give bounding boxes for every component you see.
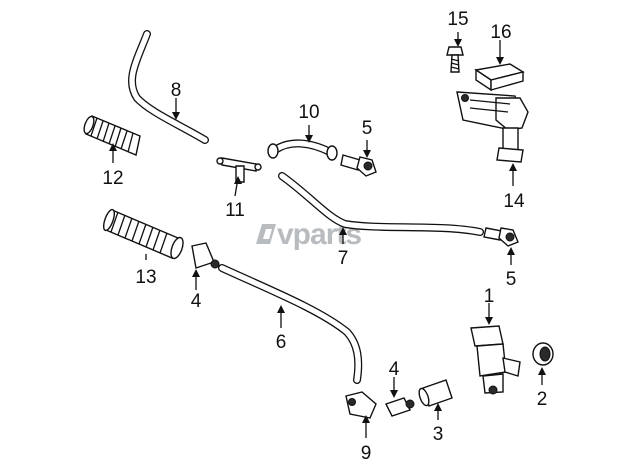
part-9-connector xyxy=(345,391,377,419)
callout-2: 2 xyxy=(537,389,548,410)
part-16-cap xyxy=(474,63,525,92)
callout-14: 14 xyxy=(503,191,525,212)
callout-5-upper: 5 xyxy=(362,118,373,139)
part-4a-plug xyxy=(191,242,220,269)
callout-16: 16 xyxy=(490,22,511,43)
callout-1: 1 xyxy=(484,286,495,307)
callout-4-lower: 4 xyxy=(389,359,400,380)
callout-5-lower: 5 xyxy=(506,269,517,290)
callout-9: 9 xyxy=(361,443,372,464)
part-4b-plug xyxy=(385,397,415,417)
callout-4-upper: 4 xyxy=(191,291,202,312)
callout-10: 10 xyxy=(298,102,319,123)
callout-15: 15 xyxy=(447,9,468,30)
part-1-pump xyxy=(470,325,521,395)
callout-6: 6 xyxy=(276,332,287,353)
callout-11: 11 xyxy=(225,200,245,221)
callout-labels: 8 12 11 10 5 15 16 14 7 5 13 4 6 1 2 4 3… xyxy=(102,9,547,464)
part-14-jet-assembly xyxy=(456,91,529,163)
part-11-connector xyxy=(216,157,262,183)
part-15-bolt xyxy=(446,46,464,73)
callout-8: 8 xyxy=(171,80,182,101)
part-5a-nozzle xyxy=(340,154,377,177)
callout-3: 3 xyxy=(433,424,444,445)
part-6-hose xyxy=(218,264,363,384)
part-13-bellows xyxy=(102,208,184,260)
part-10-tube xyxy=(267,139,338,161)
part-3-sleeve xyxy=(418,379,453,407)
part-8-hose xyxy=(128,30,209,144)
callout-13: 13 xyxy=(135,267,156,288)
callout-7: 7 xyxy=(338,248,349,269)
watermark-logo-icon xyxy=(256,224,276,244)
leader-lines xyxy=(109,32,546,438)
callout-12: 12 xyxy=(102,168,123,189)
part-12-bellows xyxy=(83,115,141,156)
part-7-hose xyxy=(278,172,484,236)
part-2-grommet xyxy=(532,342,554,366)
part-5b-nozzle xyxy=(483,227,519,247)
